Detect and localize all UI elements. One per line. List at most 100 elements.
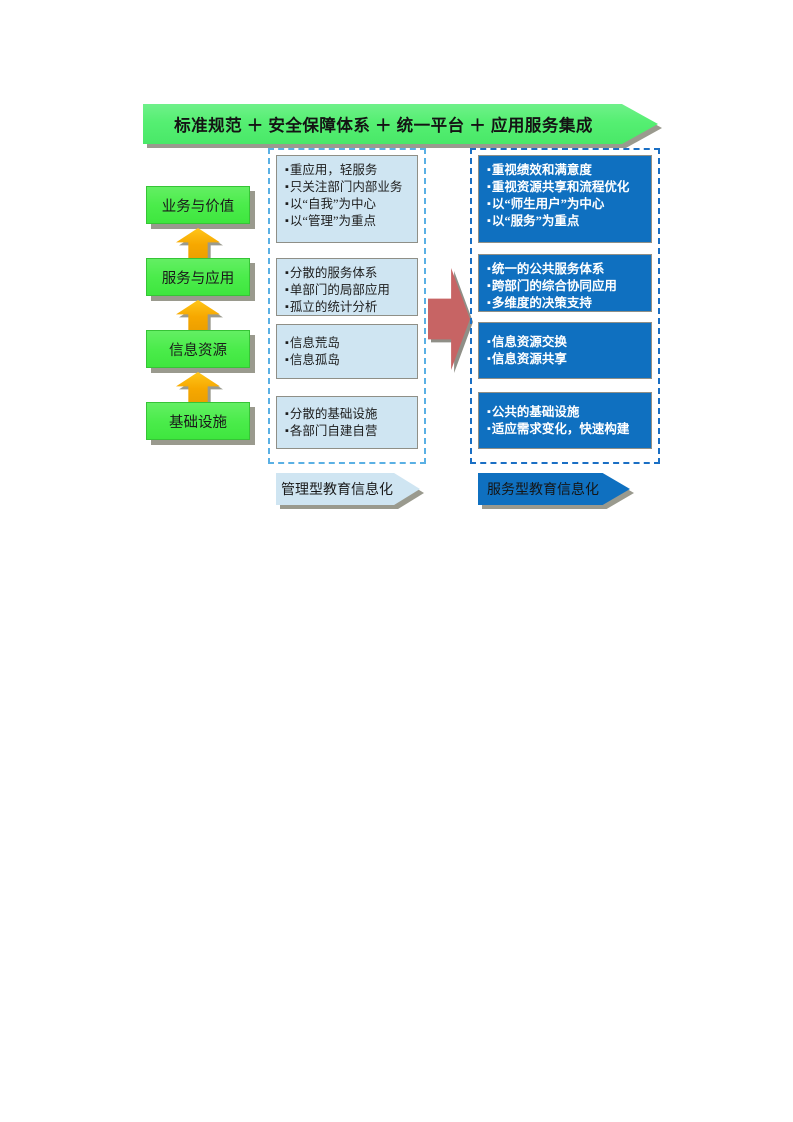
service-box-4-line-1: ▪公共的基础设施 <box>487 404 643 421</box>
service-text: 信息资源交换 <box>491 335 567 349</box>
management-tag-body: 管理型教育信息化 <box>276 473 420 505</box>
management-tag-label: 管理型教育信息化 <box>281 483 393 498</box>
service-box-2-line-3: ▪多维度的决策支持 <box>487 295 643 312</box>
service-tag[interactable]: 服务型教育信息化 <box>478 473 634 509</box>
service-box-4-line-2: ▪适应需求变化，快速构建 <box>487 421 643 438</box>
management-box-1-line-2: ▪只关注部门内部业务 <box>285 179 409 196</box>
service-box-3-line-2: ▪信息资源共享 <box>487 351 643 368</box>
service-text: 公共的基础设施 <box>491 405 580 419</box>
transition-arrow-body <box>428 268 470 370</box>
service-box-1-line-1: ▪重视绩效和满意度 <box>487 162 643 179</box>
management-box-1-line-4: ▪以“管理”为重点 <box>285 213 409 230</box>
bullet-icon: ▪ <box>285 301 289 313</box>
level-box-body: 信息资源 <box>146 330 250 368</box>
management-text: 单部门的局部应用 <box>289 283 390 297</box>
arrow-up-icon-1 <box>176 228 223 261</box>
management-text: 分散的服务体系 <box>289 266 378 280</box>
level-label: 业务与价值 <box>161 198 235 215</box>
service-group-border <box>470 148 660 464</box>
management-text: 以“管理”为重点 <box>289 214 377 228</box>
management-text: 以“自我”为中心 <box>289 197 377 211</box>
bullet-icon: ▪ <box>487 336 491 348</box>
bullet-icon: ▪ <box>487 297 491 309</box>
management-text: 孤立的统计分析 <box>289 300 378 314</box>
management-box-4[interactable]: ▪分散的基础设施 ▪各部门自建自营 <box>276 396 418 449</box>
management-box-2[interactable]: ▪分散的服务体系 ▪单部门的局部应用 ▪孤立的统计分析 <box>276 258 418 316</box>
management-box-1-line-1: ▪重应用，轻服务 <box>285 162 409 179</box>
service-text: 信息资源共享 <box>491 352 567 366</box>
service-tag-body: 服务型教育信息化 <box>478 473 630 505</box>
service-text: 重视资源共享和流程优化 <box>491 180 630 194</box>
management-text: 只关注部门内部业务 <box>289 180 403 194</box>
bullet-icon: ▪ <box>285 408 289 420</box>
arrow-up-icon-3 <box>176 372 223 405</box>
management-tag[interactable]: 管理型教育信息化 <box>276 473 424 509</box>
service-box-3-line-1: ▪信息资源交换 <box>487 334 643 351</box>
top-banner-body: 标准规范 ＋ 安全保障体系 ＋ 统一平台 ＋ 应用服务集成 <box>143 104 658 144</box>
management-text: 重应用，轻服务 <box>289 163 378 177</box>
bullet-icon: ▪ <box>285 354 289 366</box>
level-label: 基础设施 <box>169 414 227 431</box>
bullet-icon: ▪ <box>487 181 491 193</box>
service-box-4[interactable]: ▪公共的基础设施 ▪适应需求变化，快速构建 <box>478 392 652 449</box>
level-box-body: 业务与价值 <box>146 186 250 224</box>
bullet-icon: ▪ <box>285 337 289 349</box>
service-box-1-line-3: ▪以“师生用户”为中心 <box>487 196 643 213</box>
bullet-icon: ▪ <box>487 263 491 275</box>
arrow-up-icon-2 <box>176 300 223 333</box>
level-box-service-application[interactable]: 服务与应用 <box>146 258 255 301</box>
management-box-2-line-1: ▪分散的服务体系 <box>285 265 409 282</box>
service-box-2-line-2: ▪跨部门的综合协同应用 <box>487 278 643 295</box>
bullet-icon: ▪ <box>285 181 289 193</box>
bullet-icon: ▪ <box>487 280 491 292</box>
service-box-2-line-1: ▪统一的公共服务体系 <box>487 261 643 278</box>
management-box-1[interactable]: ▪重应用，轻服务 ▪只关注部门内部业务 ▪以“自我”为中心 ▪以“管理”为重点 <box>276 155 418 243</box>
management-text: 各部门自建自营 <box>289 424 378 438</box>
level-label: 信息资源 <box>169 342 227 359</box>
bullet-icon: ▪ <box>487 353 491 365</box>
management-box-3[interactable]: ▪信息荒岛 ▪信息孤岛 <box>276 324 418 379</box>
bullet-icon: ▪ <box>285 267 289 279</box>
bullet-icon: ▪ <box>285 198 289 210</box>
level-label: 服务与应用 <box>161 270 235 287</box>
bullet-icon: ▪ <box>487 423 491 435</box>
management-text: 信息荒岛 <box>289 336 340 350</box>
bullet-icon: ▪ <box>285 215 289 227</box>
service-box-1-line-4: ▪以“服务”为重点 <box>487 213 643 230</box>
management-box-2-line-3: ▪孤立的统计分析 <box>285 299 409 316</box>
management-box-4-line-1: ▪分散的基础设施 <box>285 406 409 423</box>
bullet-icon: ▪ <box>487 215 491 227</box>
service-box-2[interactable]: ▪统一的公共服务体系 ▪跨部门的综合协同应用 ▪多维度的决策支持 <box>478 254 652 312</box>
service-box-1-line-2: ▪重视资源共享和流程优化 <box>487 179 643 196</box>
bullet-icon: ▪ <box>285 164 289 176</box>
level-box-business-value[interactable]: 业务与价值 <box>146 186 255 229</box>
bullet-icon: ▪ <box>487 164 491 176</box>
bullet-icon: ▪ <box>487 198 491 210</box>
bullet-icon: ▪ <box>285 425 289 437</box>
management-box-4-line-2: ▪各部门自建自营 <box>285 423 409 440</box>
management-box-3-line-1: ▪信息荒岛 <box>285 335 409 352</box>
service-text: 跨部门的综合协同应用 <box>491 279 617 293</box>
level-box-body: 基础设施 <box>146 402 250 440</box>
level-box-information-resource[interactable]: 信息资源 <box>146 330 255 373</box>
service-text: 适应需求变化，快速构建 <box>491 422 630 436</box>
service-text: 多维度的决策支持 <box>491 296 592 310</box>
service-tag-label: 服务型教育信息化 <box>487 483 599 498</box>
service-text: 统一的公共服务体系 <box>491 262 605 276</box>
bullet-icon: ▪ <box>285 284 289 296</box>
service-text: 以“师生用户”为中心 <box>491 197 605 211</box>
service-text: 以“服务”为重点 <box>491 214 580 228</box>
management-text: 分散的基础设施 <box>289 407 378 421</box>
management-box-3-line-2: ▪信息孤岛 <box>285 352 409 369</box>
bullet-icon: ▪ <box>487 406 491 418</box>
management-box-2-line-2: ▪单部门的局部应用 <box>285 282 409 299</box>
top-banner: 标准规范 ＋ 安全保障体系 ＋ 统一平台 ＋ 应用服务集成 <box>143 104 662 148</box>
service-box-3[interactable]: ▪信息资源交换 ▪信息资源共享 <box>478 322 652 379</box>
level-box-infrastructure[interactable]: 基础设施 <box>146 402 255 445</box>
service-box-1[interactable]: ▪重视绩效和满意度 ▪重视资源共享和流程优化 ▪以“师生用户”为中心 ▪以“服务… <box>478 155 652 243</box>
arrow-right-icon-transition <box>428 268 473 373</box>
management-box-1-line-3: ▪以“自我”为中心 <box>285 196 409 213</box>
management-group-border <box>268 148 426 464</box>
top-banner-label: 标准规范 ＋ 安全保障体系 ＋ 统一平台 ＋ 应用服务集成 <box>174 116 593 135</box>
